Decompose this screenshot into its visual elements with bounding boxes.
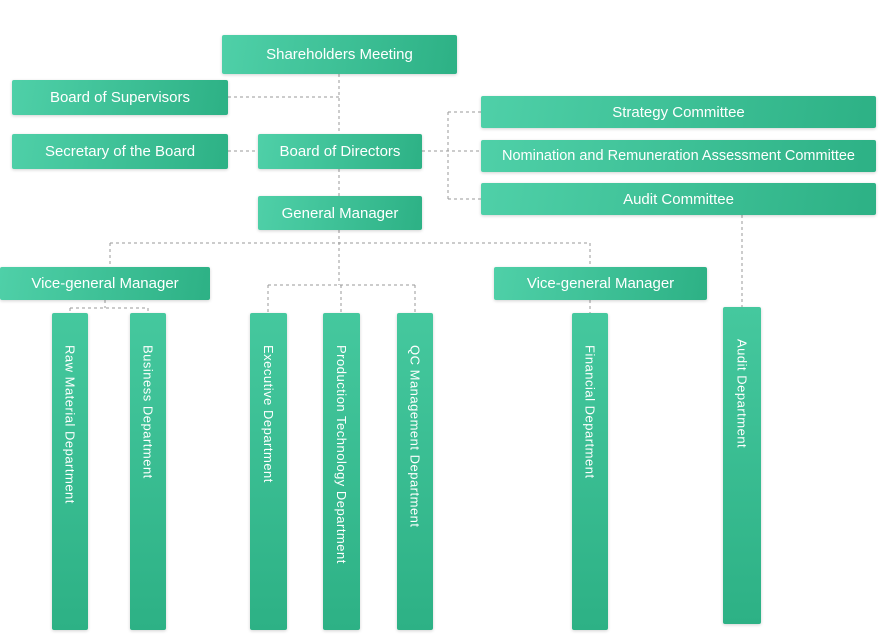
node-production-technology-department: Production Technology Department [323, 313, 360, 630]
node-label: Secretary of the Board [44, 143, 196, 160]
node-label: Board of Supervisors [49, 89, 191, 106]
node-nomination-committee: Nomination and Remuneration Assessment C… [481, 140, 876, 172]
node-label: Strategy Committee [612, 103, 745, 121]
node-vice-general-manager-right: Vice-general Manager [494, 267, 707, 300]
node-label: Business Department [140, 345, 156, 479]
node-strategy-committee: Strategy Committee [481, 96, 876, 128]
node-qc-management-department: QC Management Department [397, 313, 433, 630]
node-general-manager: General Manager [258, 196, 422, 230]
node-audit-committee: Audit Committee [481, 183, 876, 215]
node-label: Raw Material Department [62, 345, 78, 504]
node-board-of-supervisors: Board of Supervisors [12, 80, 228, 115]
node-shareholders-meeting: Shareholders Meeting [222, 35, 457, 74]
node-label: Production Technology Department [334, 345, 349, 564]
node-secretary-of-the-board: Secretary of the Board [12, 134, 228, 169]
node-label: Board of Directors [279, 143, 401, 160]
node-board-of-directors: Board of Directors [258, 134, 422, 169]
node-label: Audit Department [734, 339, 750, 449]
node-label: Shareholders Meeting [266, 46, 413, 63]
node-label: Vice-general Manager [526, 275, 675, 292]
node-financial-department: Financial Department [572, 313, 608, 630]
node-label: Nomination and Remuneration Assessment C… [502, 148, 855, 164]
node-label: General Manager [281, 204, 399, 222]
node-label: Vice-general Manager [31, 275, 179, 292]
node-vice-general-manager-left: Vice-general Manager [0, 267, 210, 300]
node-audit-department: Audit Department [723, 307, 761, 624]
node-label: Financial Department [582, 345, 598, 479]
node-business-department: Business Department [130, 313, 166, 630]
node-label: Audit Committee [623, 190, 734, 208]
node-executive-department: Executive Department [250, 313, 287, 630]
node-label: QC Management Department [407, 345, 423, 528]
node-label: Executive Department [261, 345, 276, 483]
node-raw-material-department: Raw Material Department [52, 313, 88, 630]
